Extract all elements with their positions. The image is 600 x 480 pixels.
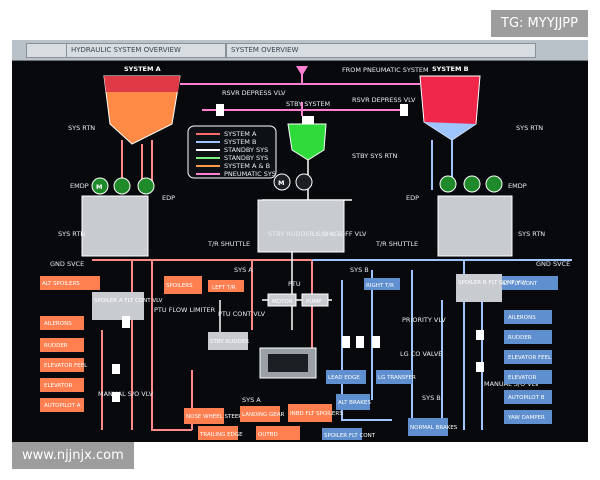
sys-a-mid-label: SYS A <box>234 266 253 274</box>
svg-text:ALT FLT CONT: ALT FLT CONT <box>500 281 538 287</box>
svg-text:ELEVATOR FEEL: ELEVATOR FEEL <box>508 355 552 361</box>
ptu-pump-box <box>301 293 329 307</box>
legend-system-b: SYSTEM B <box>224 138 256 146</box>
svg-text:YAW DAMPER: YAW DAMPER <box>507 415 545 421</box>
tr-shuttle-right-label: T/R SHUTTLE <box>375 240 418 248</box>
priority-vlv-label: PRIORITY VLV <box>402 316 446 324</box>
system-a-label: SYSTEM A <box>124 65 161 73</box>
svg-text:SPOILER FLT CONT: SPOILER FLT CONT <box>324 433 376 439</box>
svg-text:LEFT T/R: LEFT T/R <box>212 285 236 291</box>
lc-shutoff-label: LC SHUTOFF VLV <box>312 230 367 238</box>
svg-text:SPOILERS: SPOILERS <box>166 283 193 289</box>
tr-shuttle-left-label: T/R SHUTTLE <box>207 240 250 248</box>
emdp-a-label: EMDP <box>70 182 89 190</box>
pump-indicators: M M M <box>91 173 503 195</box>
stby-system-label: STBY SYSTEM <box>286 100 330 108</box>
hydraulic-diagram: SYSTEM A SYSTEM B <box>40 65 572 440</box>
rsvr-depress-b-label: RSVR DEPRESS VLV <box>352 96 416 104</box>
sys-b-mid-label: SYS B <box>350 266 369 274</box>
line-legend: SYSTEM A SYSTEM B STANDBY SYS STANDBY SY… <box>187 125 277 179</box>
sys-b-bottom-label: SYS B <box>422 394 441 402</box>
legend-standby: STANDBY SYS <box>224 146 268 154</box>
sys-rtn-a-label: SYS RTN <box>68 124 95 132</box>
sys-a-bottom-label: SYS A <box>242 396 261 404</box>
sys-rtn-b-label: SYS RTN <box>516 124 543 132</box>
svg-text:SPOILER B FLT CONT VLV: SPOILER B FLT CONT VLV <box>458 280 527 286</box>
svg-text:RUDDER: RUDDER <box>508 335 532 341</box>
legend-standby-green: STANDBY SYS <box>224 154 268 162</box>
sys-rtn-left-label: SYS RTN <box>58 230 85 238</box>
svg-text:ALT BRAKES: ALT BRAKES <box>338 400 371 406</box>
standby-reservoir <box>287 116 327 161</box>
manual-vlv-a-label: MANUAL S/O VLV <box>98 390 154 398</box>
sys-rtn-right-label: SYS RTN <box>518 230 545 238</box>
stby-rudder-label: STBY RUDDER S/O VLV <box>268 230 342 238</box>
stby-sys-rtn-label: STBY SYS RTN <box>352 152 398 160</box>
ptu-label: PTU <box>288 280 301 288</box>
window-title-bar: HYDRAULIC SYSTEM OVERVIEW SYSTEM OVERVIE… <box>12 40 588 61</box>
legend-pneumatic: PNEUMATIC SYS <box>224 170 276 178</box>
ptu-motor-box <box>267 293 297 307</box>
svg-text:TRAILING EDGE: TRAILING EDGE <box>199 432 243 438</box>
standby-pump-module <box>257 199 345 253</box>
svg-text:ELEVATOR: ELEVATOR <box>44 383 72 389</box>
ptu-flow-limiter-label: PTU FLOW LIMITER <box>154 306 216 314</box>
pump-module-b <box>437 195 513 257</box>
svg-text:M: M <box>278 179 284 187</box>
svg-text:OUTBD: OUTBD <box>258 432 278 438</box>
center-display-inner <box>268 354 308 372</box>
svg-text:AILERONS: AILERONS <box>44 321 72 327</box>
emdp-b-label: EMDP <box>508 182 527 190</box>
svg-text:STBY RUDDER: STBY RUDDER <box>210 339 249 345</box>
legend-system-a: SYSTEM A <box>224 130 257 138</box>
valve-markers <box>112 104 484 402</box>
svg-text:SPOILER A FLT CONT VLV: SPOILER A FLT CONT VLV <box>94 298 163 304</box>
watermark-bottom-left: www.njjnjx.com <box>12 442 134 469</box>
pneumatic-arrow <box>296 66 308 76</box>
svg-text:NOSE WHEEL STEERING: NOSE WHEEL STEERING <box>186 414 252 420</box>
reservoir-system-b: SYSTEM B <box>419 65 481 141</box>
tab-system-overview[interactable]: SYSTEM OVERVIEW <box>226 43 536 58</box>
svg-text:RIGHT T/R: RIGHT T/R <box>366 283 394 289</box>
edp-a-label: EDP <box>162 194 175 202</box>
svg-text:ELEVATOR FEEL: ELEVATOR FEEL <box>44 363 88 369</box>
svg-text:INBD FLT SPOILERS: INBD FLT SPOILERS <box>290 411 343 417</box>
svg-text:PUMP: PUMP <box>306 299 322 305</box>
bottom-consumers: NOSE WHEEL STEERING LANDING GEAR INBD FL… <box>184 404 376 440</box>
system-b-label: SYSTEM B <box>432 65 469 73</box>
svg-text:AILERONS: AILERONS <box>508 315 536 321</box>
legend-system-ab: SYSTEM A & B <box>224 162 270 170</box>
svg-text:LANDING GEAR: LANDING GEAR <box>242 412 285 418</box>
from-pneumatic-label: FROM PNEUMATIC SYSTEM <box>342 66 429 74</box>
gnd-svce-right-label: GND SVCE <box>536 260 570 268</box>
svg-text:MOTOR: MOTOR <box>272 299 293 305</box>
svg-text:ALT SPOILERS: ALT SPOILERS <box>42 281 80 287</box>
system-a-consumers: AILERONS RUDDER ELEVATOR FEEL ELEVATOR A… <box>40 276 249 412</box>
svg-text:LG TRANSFER: LG TRANSFER <box>378 375 416 381</box>
svg-text:AUTOPILOT A: AUTOPILOT A <box>44 403 81 409</box>
svg-text:ELEVATOR: ELEVATOR <box>508 375 536 381</box>
gnd-svce-left-label: GND SVCE <box>50 260 84 268</box>
tab-hydraulic-overview[interactable]: HYDRAULIC SYSTEM OVERVIEW <box>66 43 226 58</box>
reservoir-system-a: SYSTEM A <box>103 65 181 145</box>
lg-co-valve-label: LG CO VALVE <box>400 350 442 358</box>
hydraulic-synoptic-screen: HYDRAULIC SYSTEM OVERVIEW SYSTEM OVERVIE… <box>12 40 588 442</box>
svg-text:NORMAL BRAKES: NORMAL BRAKES <box>410 425 458 431</box>
svg-text:RUDDER: RUDDER <box>44 343 68 349</box>
edp-b-label: EDP <box>406 194 419 202</box>
pump-module-a <box>81 195 149 257</box>
svg-text:M: M <box>96 183 102 191</box>
ptu-cont-vlv-label: PTU CONT VLV <box>218 310 266 318</box>
system-b-consumers: AILERONS RUDDER ELEVATOR FEEL ELEVATOR A… <box>326 274 558 436</box>
svg-text:LEAD EDGE: LEAD EDGE <box>328 375 360 381</box>
rsvr-depress-a-label: RSVR DEPRESS VLV <box>222 89 286 97</box>
svg-text:AUTOPILOT B: AUTOPILOT B <box>508 395 545 401</box>
watermark-top-right: TG: MYYJJPP <box>491 10 588 37</box>
